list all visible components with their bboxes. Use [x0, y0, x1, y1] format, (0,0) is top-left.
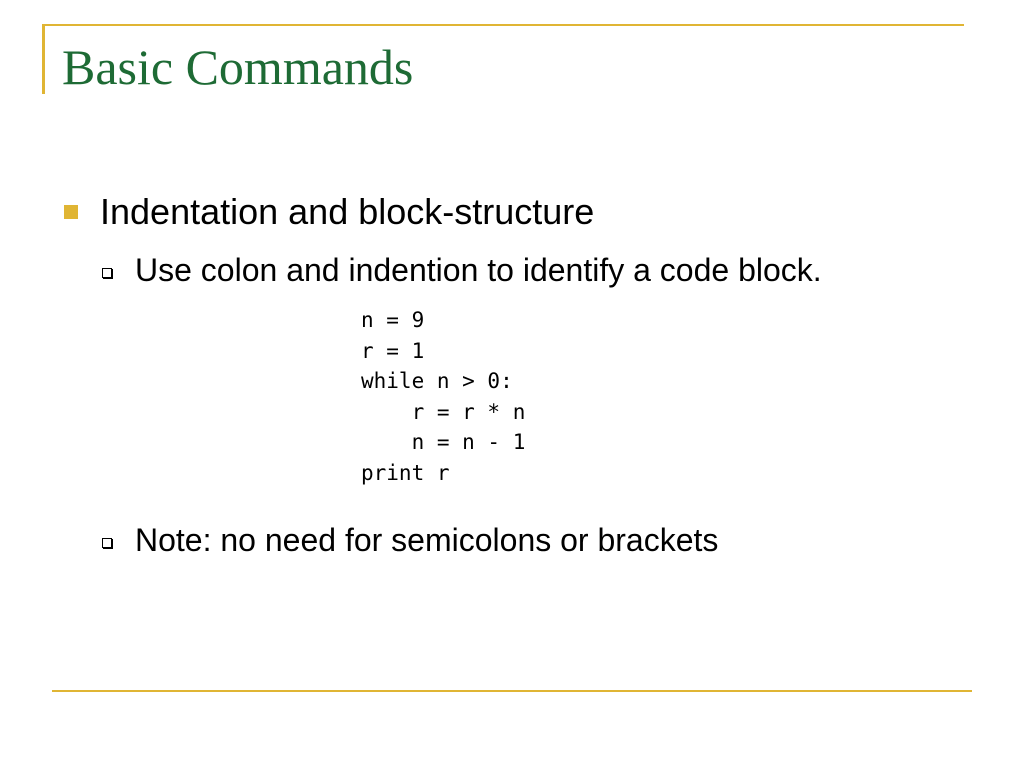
slide-title: Basic Commands [62, 39, 414, 95]
sub-bullet-text: Note: no need for semicolons or brackets [135, 522, 719, 558]
code-line: while n > 0: [361, 369, 513, 393]
left-rule [42, 24, 45, 94]
bottom-rule [52, 690, 972, 692]
sub-bullet-text: Use colon and indention to identify a co… [135, 252, 822, 288]
code-line: n = 9 [361, 308, 425, 332]
code-line: r = 1 [361, 338, 425, 363]
hollow-square-bullet-icon [102, 268, 112, 278]
bullet-text: Indentation and block-structure [100, 191, 595, 232]
top-rule [44, 24, 964, 26]
code-line: r = r * n [361, 399, 526, 424]
bullet-indentation: Indentation and block-structure [64, 190, 594, 234]
filled-square-bullet-icon [64, 205, 78, 219]
hollow-square-bullet-icon [102, 538, 112, 548]
code-block: n = 9 r = 1 while n > 0: r = r * n n = n… [361, 305, 525, 488]
code-line: n = n - 1 [361, 430, 526, 454]
sub-bullet-note: Note: no need for semicolons or brackets [102, 520, 718, 560]
code-line: print r [361, 460, 450, 485]
sub-bullet-colon: Use colon and indention to identify a co… [102, 250, 822, 290]
